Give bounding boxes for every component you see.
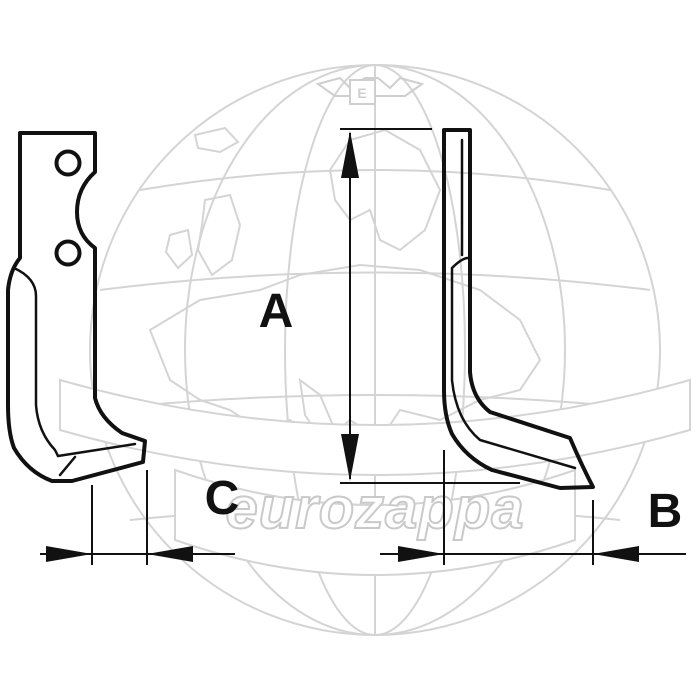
dimension-b-arrow-left	[398, 546, 444, 562]
dimension-c	[40, 470, 235, 565]
watermark-map-ireland	[164, 228, 194, 270]
watermark-parallel	[99, 271, 651, 291]
watermark-map-britain	[196, 193, 242, 277]
dimension-c-label: C	[205, 472, 240, 525]
left-blade-bolt-hole	[54, 239, 82, 267]
left-blade	[6, 131, 147, 483]
right-blade	[442, 128, 595, 490]
watermark-logo-wings	[315, 76, 425, 97]
dimension-b	[380, 450, 686, 565]
watermark-ribbon	[59, 378, 691, 476]
dimension-c-arrow-left	[46, 546, 92, 562]
dimension-a-arrow-top	[341, 131, 359, 178]
watermark-logo-text: E	[357, 85, 366, 101]
watermark-parallel	[139, 169, 611, 191]
left-blade-bolt-hole	[54, 149, 82, 177]
watermark-parallel	[94, 394, 656, 411]
watermark-brand-text: eurozappa	[225, 476, 524, 541]
watermark-brand-banner	[174, 468, 576, 576]
left-blade-tip-bevel	[56, 442, 137, 477]
watermark-map-scandinavia	[328, 128, 442, 252]
right-blade-bevel-line	[450, 256, 577, 470]
watermark-logo-box	[349, 79, 376, 105]
left-blade-outline	[6, 131, 147, 483]
dimension-b-label: B	[648, 485, 683, 538]
watermark-map-iceland	[193, 126, 240, 154]
dimension-a-label: A	[259, 285, 294, 338]
left-blade-bevel-line	[12, 266, 60, 458]
watermark-logo: E	[315, 76, 425, 105]
dimension-c-arrow-right	[147, 546, 193, 562]
dimension-b-arrow-right	[593, 546, 639, 562]
right-blade-outline	[442, 128, 595, 490]
watermark	[59, 64, 691, 636]
dimension-a-arrow-bottom	[341, 434, 359, 481]
dimension-a	[340, 128, 520, 484]
